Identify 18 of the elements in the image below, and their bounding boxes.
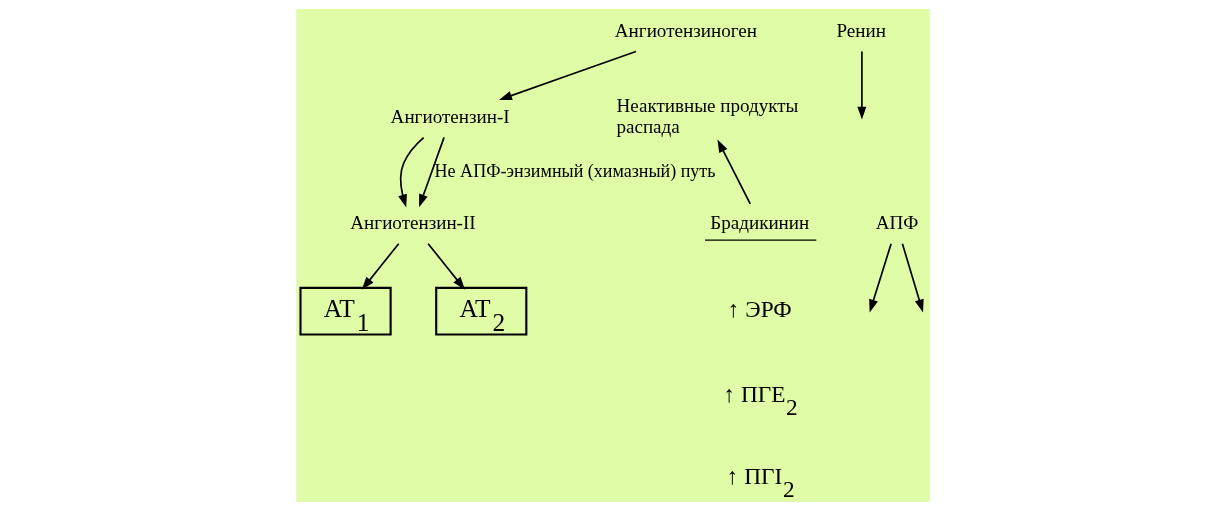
edge-label: Не АПФ-энзимный (химазный) путь bbox=[434, 160, 715, 181]
arrow bbox=[856, 50, 866, 120]
node-text: Ангиотензиноген bbox=[614, 19, 757, 41]
arrow bbox=[498, 50, 637, 100]
arrow bbox=[426, 242, 465, 290]
arrow bbox=[868, 242, 892, 312]
node-text: Ангиотензин-II bbox=[349, 211, 476, 233]
arrow bbox=[397, 136, 424, 207]
arrow bbox=[901, 242, 924, 312]
node-text: Ангиотензин-I bbox=[390, 105, 510, 127]
node-text: Ренин bbox=[835, 19, 886, 41]
node-text: АПФ bbox=[875, 211, 918, 233]
arrow bbox=[418, 136, 445, 207]
node-text: Брадикинин bbox=[709, 211, 809, 233]
arrow bbox=[361, 242, 400, 290]
label: ↑ ЭРФ bbox=[727, 295, 792, 322]
arrow bbox=[716, 139, 751, 205]
node-text: Неактивные продукты распада bbox=[615, 94, 798, 137]
